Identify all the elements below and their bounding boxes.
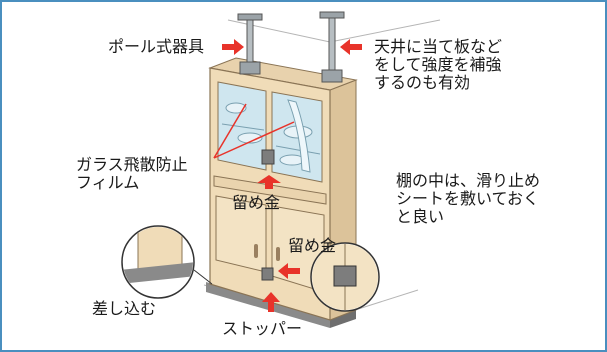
label-latch-bottom: 留め金: [288, 236, 337, 255]
label-pole: ポール式器具: [108, 37, 205, 56]
label-ceiling-board: 天井に当て板など をして強度を補強 するのも有効: [374, 38, 502, 92]
label-stopper: ストッパー: [222, 319, 303, 338]
label-shelf-tip-line3: と良い: [396, 207, 445, 226]
arrow-stopper: [262, 292, 280, 312]
arrow-latch-bottom: [278, 263, 300, 279]
stopper-bar-side: [330, 309, 356, 328]
label-ceiling-board-line1: 天井に当て板など: [374, 37, 503, 56]
label-glass-film-line1: ガラス飛散防止: [76, 155, 188, 174]
label-ceiling-board-line2: をして強度を補強: [374, 55, 502, 74]
label-latch-top: 留め金: [232, 193, 281, 212]
latch-bottom: [261, 267, 274, 281]
arrow-pole-right: [340, 39, 362, 55]
label-shelf-tip-line1: 棚の中は、滑り止め: [396, 171, 541, 190]
arrows: [222, 39, 362, 312]
inset-insert: [121, 225, 213, 299]
inset-latch: [310, 242, 380, 312]
arrow-latch-top: [257, 175, 281, 189]
label-shelf-tip-line2: シートを敷いておく: [396, 189, 540, 208]
film-curl: [287, 99, 311, 173]
glass-door-left: [217, 81, 267, 171]
drawer-strip: [213, 175, 327, 205]
pole-left: [237, 13, 263, 75]
film-pointers: [213, 103, 295, 159]
label-ceiling-board-line3: するのも有効: [374, 73, 471, 92]
latch-top: [261, 149, 275, 165]
label-insert: 差し込む: [92, 299, 157, 318]
label-glass-film: ガラス飛散防止 フィルム: [76, 156, 188, 192]
handle-right: [276, 247, 280, 261]
arrow-pole-left: [222, 39, 244, 55]
label-shelf-tip: 棚の中は、滑り止め シートを敷いておく と良い: [396, 172, 540, 226]
handle-left: [254, 244, 258, 258]
pole-right: [319, 11, 345, 83]
label-glass-film-line2: フィルム: [76, 173, 140, 192]
